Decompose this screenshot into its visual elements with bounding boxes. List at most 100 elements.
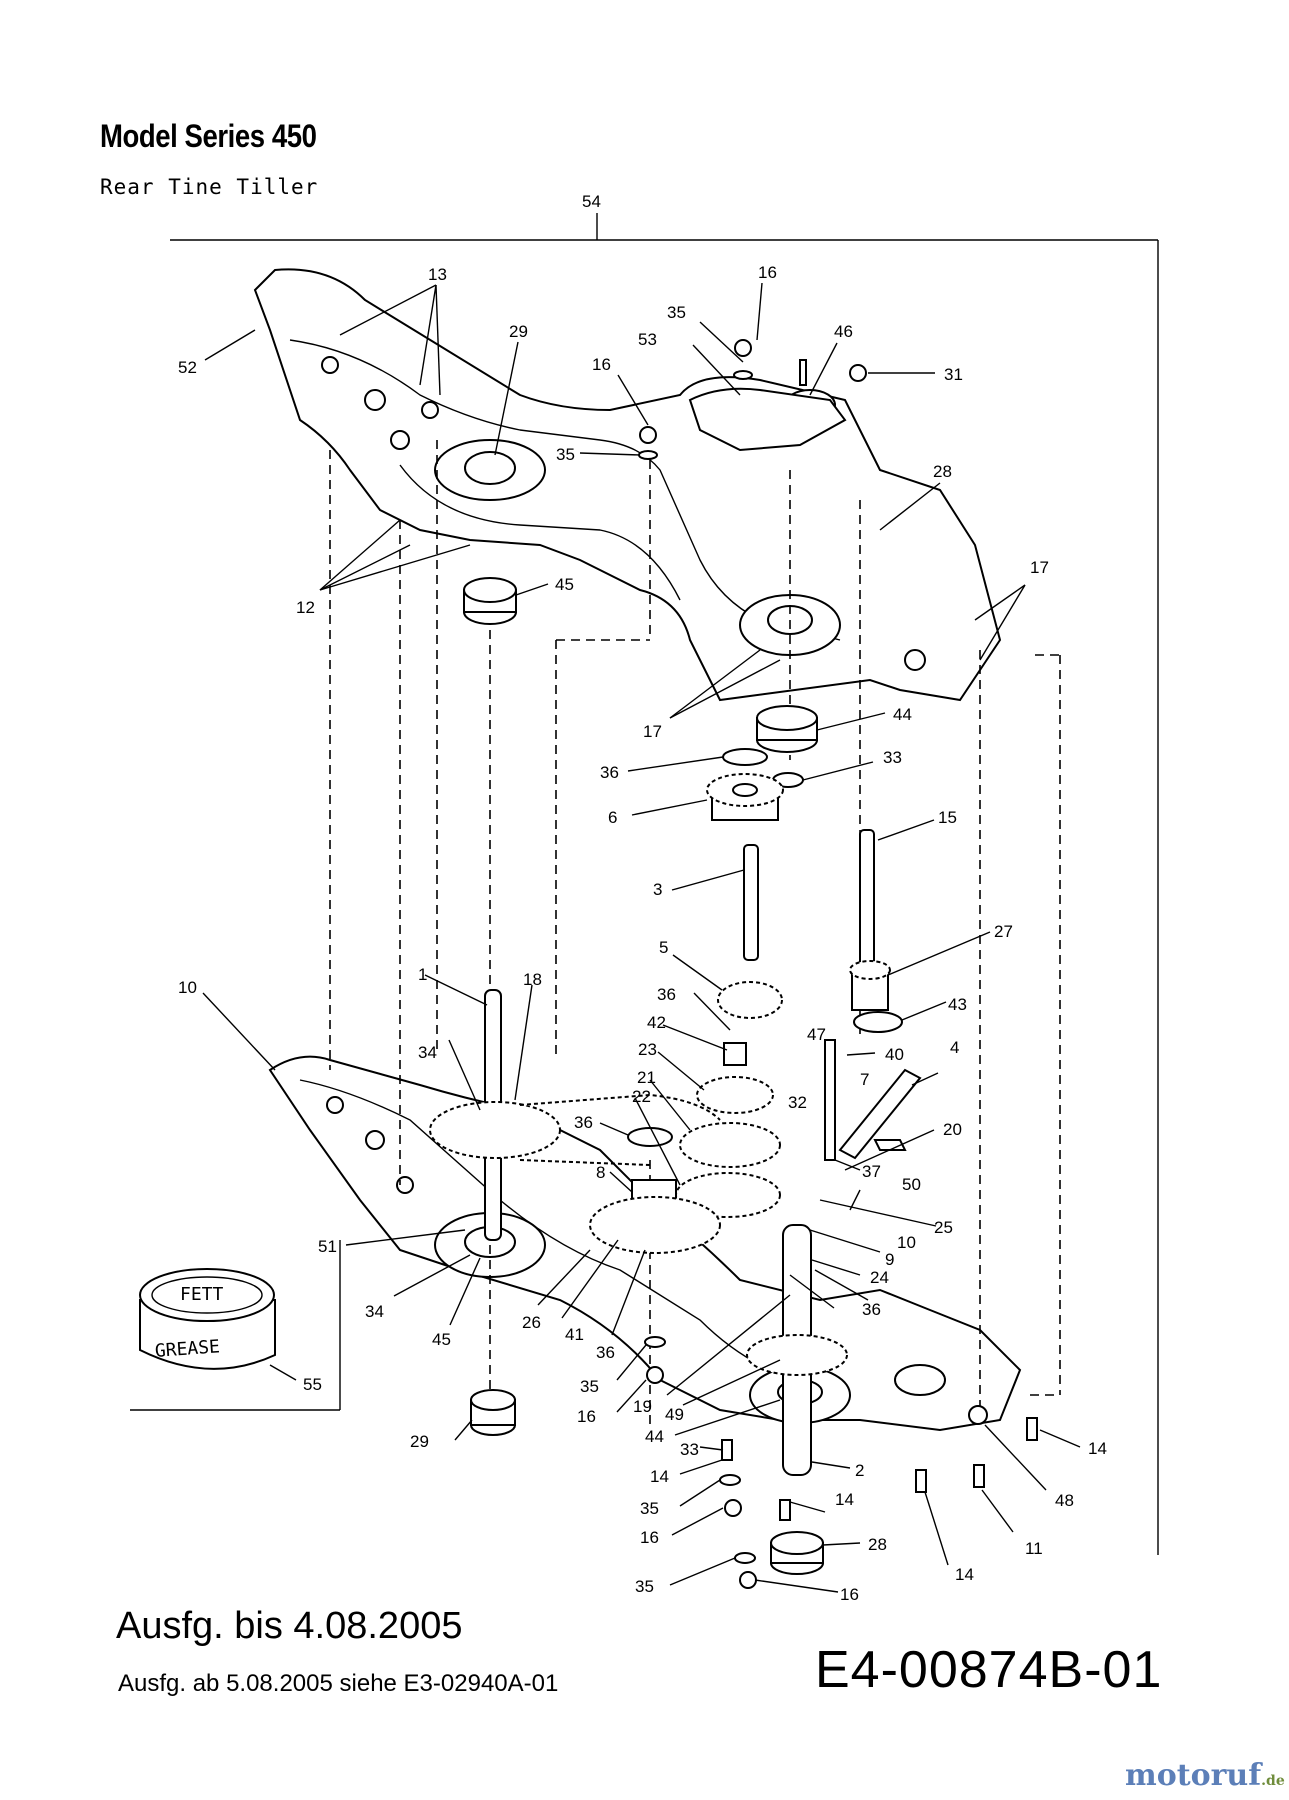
edition-until: Ausfg. bis 4.08.2005 [116,1605,463,1647]
callout-label: 19 [633,1397,652,1416]
gear-5 [717,981,783,1019]
callout-label: 22 [632,1087,651,1106]
callout-label: 9 [885,1250,894,1269]
callout-label: 17 [643,722,662,741]
callout-label: 29 [509,322,528,341]
sprocket-19 [746,1334,848,1376]
callout-label: 44 [645,1427,664,1446]
callout-label: 50 [902,1175,921,1194]
callout-label: 36 [657,985,676,1004]
callout-label: 35 [667,303,686,322]
callout-label: 36 [862,1300,881,1319]
callout-label: 42 [647,1013,666,1032]
callout-label: 13 [428,265,447,284]
callout-label: 16 [640,1528,659,1547]
shaft-47 [824,1039,836,1161]
sprocket-26 [589,1196,721,1254]
callout-label: 10 [178,978,197,997]
callout-label: 32 [788,1093,807,1112]
callout-label: 28 [933,462,952,481]
bearing-44-upper [756,705,818,753]
callout-label: 35 [640,1499,659,1518]
callout-label: 21 [637,1068,656,1087]
callout-label: 29 [410,1432,429,1451]
callout-label: 8 [596,1163,605,1182]
callout-label: 31 [944,365,963,384]
shaft-3 [743,844,759,961]
callout-label: 44 [893,705,912,724]
page-title: Model Series 450 [100,118,317,154]
bearing-45-upper [463,577,517,625]
drawing-number: E4-00874B-01 [815,1641,1163,1699]
callout-label: 37 [862,1162,881,1181]
callout-label: 15 [938,808,957,827]
gear-27 [849,960,891,1011]
bearing-43 [853,1011,903,1033]
callout-label: 25 [934,1218,953,1237]
callout-label: 55 [303,1375,322,1394]
callout-label: 14 [1088,1439,1107,1458]
callout-label: 33 [883,748,902,767]
washer-36 [722,748,768,766]
shift-link-20 [838,1068,922,1160]
callout-numbers: 54 13 29 16 35 53 46 31 52 16 35 28 12 4… [178,192,1107,1604]
fasteners [638,339,1038,1589]
callout-label: 45 [555,575,574,594]
bushing-29-lower [470,1389,516,1436]
callout-label: 16 [758,263,777,282]
bushing-28-lower [770,1531,824,1575]
callout-label: 4 [950,1038,959,1057]
callout-label: 43 [948,995,967,1014]
callout-label: 23 [638,1040,657,1059]
callout-label: 36 [600,763,619,782]
watermark-brand: motoruf [1125,1758,1262,1793]
callout-label: 35 [635,1577,654,1596]
sprocket-34 [429,1101,561,1159]
gear-7 [679,1122,781,1168]
callout-label: 6 [608,808,617,827]
callout-label: 47 [807,1025,826,1044]
callout-label: 14 [955,1565,974,1584]
callout-label: 16 [592,355,611,374]
callout-label: 35 [580,1377,599,1396]
callout-label: 52 [178,358,197,377]
callout-label: 49 [665,1405,684,1424]
callout-label: 36 [574,1113,593,1132]
callout-label: 34 [418,1043,437,1062]
leader-lines [202,282,1081,1593]
callout-label: 33 [680,1440,699,1459]
callout-label: 11 [1025,1539,1043,1558]
gear-6 [706,773,784,821]
grease-can: FETT GREASE [130,1240,341,1411]
callout-label: 16 [840,1585,859,1604]
callout-label: 48 [1055,1491,1074,1510]
upper-housing [253,268,1002,702]
callout-label: 12 [296,598,315,617]
callout-label: 10 [897,1233,916,1252]
gear-23 [696,1076,774,1114]
bushing-42 [723,1042,747,1066]
washer-36 [627,1127,673,1147]
callout-label: 26 [522,1313,541,1332]
callout-label: 35 [556,445,575,464]
callout-label: 14 [650,1467,669,1486]
callout-label: 45 [432,1330,451,1349]
callout-label: 20 [943,1120,962,1139]
shift-rod-4 [873,1139,907,1151]
callout-label: 3 [653,880,662,899]
callout-label: 53 [638,330,657,349]
callout-label: 27 [994,922,1013,941]
callout-label: 7 [860,1070,869,1089]
callout-label: 40 [885,1045,904,1064]
callout-label: 18 [523,970,542,989]
watermark-logo: motoruf.de [1125,1758,1285,1793]
callout-label: 5 [659,938,668,957]
callout-label: 54 [582,192,601,211]
shaft-15 [859,829,875,981]
callout-label: 24 [870,1268,889,1287]
callout-label: 36 [596,1343,615,1362]
callout-label: 1 [418,965,427,984]
callout-label: 28 [868,1535,887,1554]
alignment-lines [329,440,1061,1430]
chain-18 [519,1093,721,1166]
